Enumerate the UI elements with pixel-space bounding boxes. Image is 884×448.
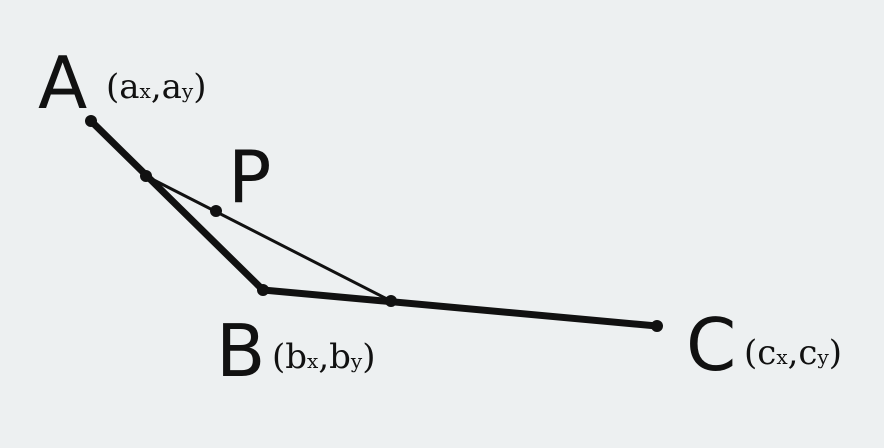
coord-c: (cx,cy) (744, 333, 842, 373)
label-b: B (216, 309, 265, 393)
point-ab-interp-dot (140, 170, 152, 182)
interpolation-line (145, 174, 392, 303)
label-a: A (38, 41, 87, 125)
coord-a: (ax,ay) (106, 67, 207, 107)
segment-ab (87, 117, 267, 294)
label-p: P (228, 135, 271, 219)
point-a-dot (85, 115, 97, 127)
coord-b: (bx,by) (272, 337, 375, 377)
point-bc-interp-dot (385, 295, 397, 307)
segment-bc (259, 286, 661, 330)
point-p-dot (210, 205, 222, 217)
point-c-dot (651, 320, 663, 332)
point-b-dot (257, 284, 269, 296)
label-c: C (686, 303, 736, 387)
